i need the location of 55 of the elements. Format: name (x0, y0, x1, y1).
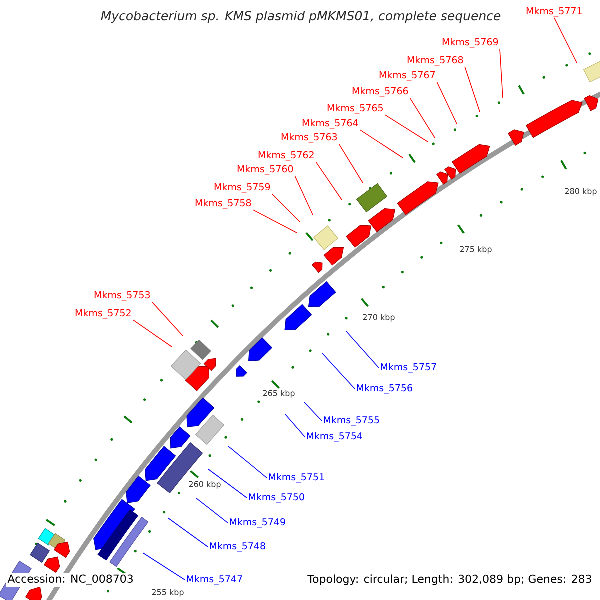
scale-label: 255 kbp (152, 589, 184, 597)
leader-line (272, 194, 300, 222)
leader-line (500, 48, 504, 98)
gene-label: Mkms_5758 (196, 199, 252, 209)
topology-label: Topology: circular; Length: 302,089 bp; Genes: 283 (306, 573, 594, 587)
gene-label: Mkms_5749 (230, 518, 286, 528)
leader-line (196, 498, 228, 524)
scale-label: 275 kbp (460, 246, 492, 254)
leader-line (322, 352, 356, 390)
leader-line (410, 98, 436, 138)
scale-label: 265 kbp (263, 390, 295, 398)
gene-label: Mkms_5747 (187, 575, 242, 585)
gene-label: Mkms_5762 (258, 151, 314, 161)
leader-line (304, 402, 322, 422)
gene-label: Mkms_5766 (352, 87, 408, 97)
gene-label: Mkms_5763 (282, 133, 338, 143)
scale-label: 260 kbp (189, 481, 221, 489)
gene-label: Mkms_5752 (76, 309, 131, 319)
leader-line (554, 18, 578, 64)
title: Mycobacterium sp. KMS plasmid pMKMS01, complete sequence (101, 10, 501, 24)
leader-line (464, 66, 480, 112)
gene-label: Mkms_5768 (408, 56, 464, 66)
gene-label: Mkms_5753 (94, 291, 150, 301)
leader-line (338, 144, 364, 184)
gene-label: Mkms_5765 (328, 104, 383, 114)
leader-line (132, 320, 172, 348)
leader-line (208, 468, 248, 498)
leader-line (316, 162, 342, 200)
leader-line (294, 176, 314, 216)
leader-line (360, 130, 404, 158)
gene-label: Mkms_5754 (307, 432, 362, 442)
gene-label: Mkms_5769 (442, 38, 498, 48)
leader-line (142, 552, 186, 580)
leader-line (228, 446, 268, 478)
gene-label: Mkms_5756 (357, 384, 412, 394)
gene-label: Mkms_5759 (214, 183, 270, 193)
scale-label: 270 kbp (363, 314, 395, 322)
leader-line (168, 518, 208, 548)
gene-label: Mkms_5767 (380, 71, 435, 81)
accession-label: Accession: NC_008703 (6, 573, 136, 587)
gene-label: Mkms_5750 (249, 493, 304, 503)
leader-line (436, 82, 458, 124)
gene-label: Mkms_5764 (302, 119, 358, 129)
gene-label: Mkms_5751 (269, 473, 324, 483)
gene-label: Mkms_5760 (238, 165, 294, 175)
leader-line (284, 414, 306, 438)
gene-label: Mkms_5771 (526, 7, 582, 17)
leader-line (152, 302, 184, 336)
gene-label: Mkms_5757 (381, 363, 436, 373)
gene-label: Mkms_5748 (210, 542, 266, 552)
scale-label: 280 kbp (565, 188, 597, 196)
leader-line (252, 210, 298, 234)
leader-line (384, 114, 428, 142)
leader-line (346, 330, 380, 368)
gene-label: Mkms_5755 (324, 416, 380, 426)
